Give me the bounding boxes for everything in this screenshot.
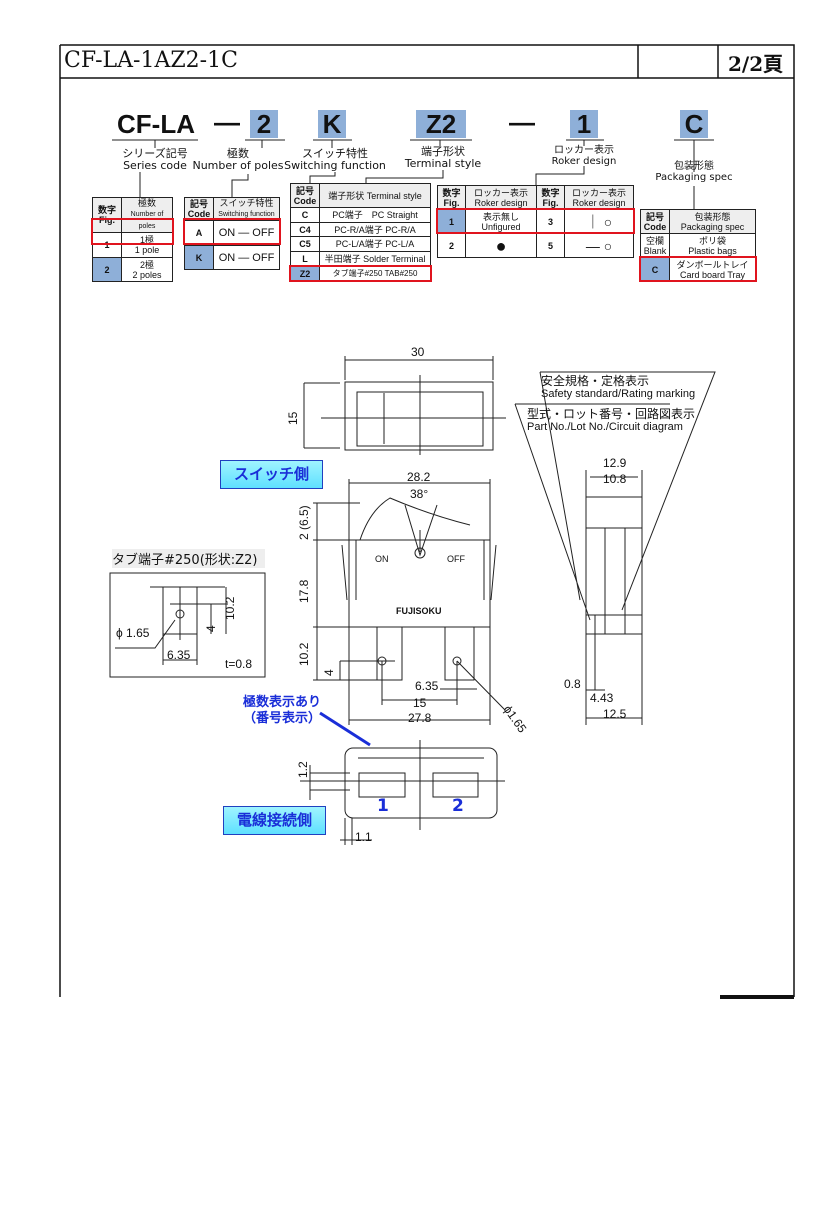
dim-hole: 4 <box>322 669 336 676</box>
code-roker: 1 <box>570 110 598 138</box>
dim-tab-h2: 4 <box>204 625 218 632</box>
code-poles: 2 <box>250 110 278 138</box>
table-row: 2●5— ○ <box>437 233 634 258</box>
dim-tab-width: 6.35 <box>415 679 439 693</box>
dim-base: 27.8 <box>408 711 432 725</box>
dim-body: 17.8 <box>297 579 311 603</box>
dim-bottom-w: 1.1 <box>355 830 372 844</box>
dim-pitch: 15 <box>413 696 427 710</box>
selected-highlight <box>639 256 757 282</box>
dim-tab-h1: 10.2 <box>223 596 237 620</box>
off-label: OFF <box>447 554 465 564</box>
dim-top-height: 15 <box>286 411 300 425</box>
part-jp: 型式・ロット番号・回路図表示 <box>527 407 696 421</box>
safety-jp: 安全規格・定格表示 <box>541 374 650 388</box>
selected-highlight <box>436 208 635 234</box>
pole-1-mark: 1 <box>377 796 389 816</box>
dim-side-d: 4.43 <box>590 691 614 705</box>
dim-side-base: 12.5 <box>603 707 627 721</box>
selected-highlight <box>289 265 432 282</box>
pole-2-mark: 2 <box>452 796 464 816</box>
selected-highlight <box>91 218 174 245</box>
dim-top: 2 (6.5) <box>297 505 311 540</box>
brand-label: FUJISOKU <box>396 606 442 616</box>
code-packaging: C <box>680 110 708 138</box>
selected-highlight <box>183 218 281 245</box>
page-number: 2/2頁 <box>728 52 784 76</box>
dim-side-t: 0.8 <box>564 677 581 691</box>
code-dash: — <box>509 107 535 137</box>
code-series: CF-LA <box>117 109 195 139</box>
dim-side-w2: 10.8 <box>603 472 627 486</box>
wire-side-tag: 電線接続側 <box>223 806 326 835</box>
pole-number-note: 極数表示あり （番号表示） <box>242 695 321 726</box>
code-terminal: Z2 <box>416 110 466 138</box>
code-dash: — <box>214 107 240 137</box>
dim-top-width: 30 <box>411 345 425 359</box>
part-number-title: CF-LA-1AZ2-1C <box>64 48 238 73</box>
dim-front-width: 28.2 <box>407 470 431 484</box>
dim-tab-dia: ϕ 1.65 <box>116 626 150 640</box>
dim-side-w1: 12.9 <box>603 456 627 470</box>
dim-angle: 38° <box>410 487 429 501</box>
switch-side-tag: スイッチ側 <box>220 460 323 489</box>
dim-tab-width: 6.35 <box>167 648 191 662</box>
tab-thickness: t=0.8 <box>225 657 253 671</box>
dim-bottom-h: 1.2 <box>296 761 310 778</box>
tab-detail-title: タブ端子#250(形状:Z2) <box>112 549 265 568</box>
on-label: ON <box>375 554 389 564</box>
code-switching: K <box>318 110 346 138</box>
part-en: Part No./Lot No./Circuit diagram <box>527 421 683 433</box>
dim-terminal: 10.2 <box>297 642 311 666</box>
safety-en: Safety standard/Rating marking <box>541 388 696 400</box>
